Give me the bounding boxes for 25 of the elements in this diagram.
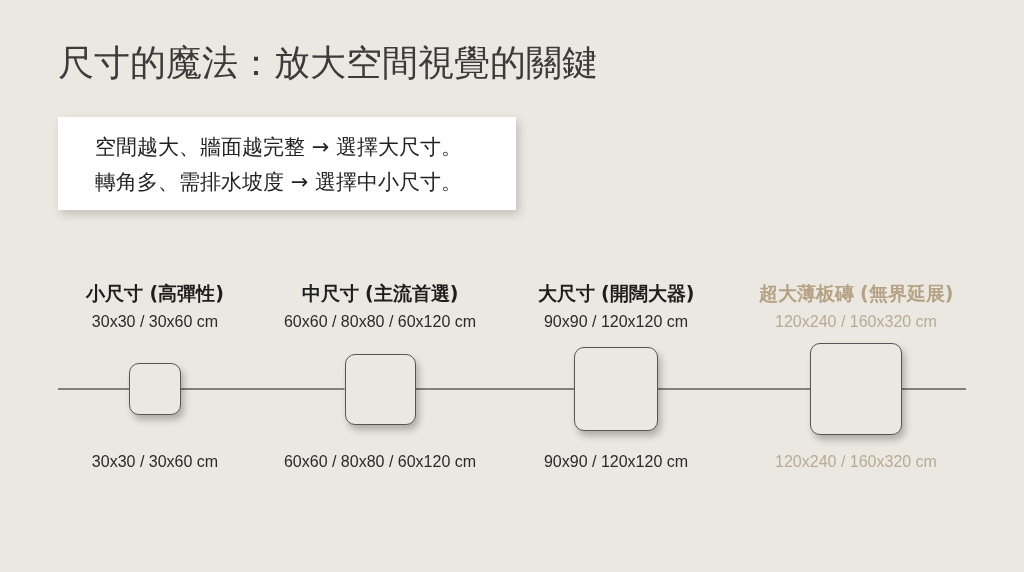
size-heading: 超大薄板磚 (無界延展) bbox=[758, 281, 954, 305]
size-range: 30x30 / 30x60 cm bbox=[91, 312, 219, 332]
size-range: 60x60 / 80x80 / 60x120 cm bbox=[283, 452, 477, 472]
tile-square bbox=[344, 353, 416, 425]
size-range: 60x60 / 80x80 / 60x120 cm bbox=[283, 312, 477, 332]
tile-square bbox=[129, 363, 181, 415]
note-text: 空間越大、牆面越完整 → 選擇大尺寸。 bbox=[95, 135, 462, 161]
connector-line bbox=[657, 388, 811, 390]
size-heading: 大尺寸 (開闊大器) bbox=[537, 281, 695, 305]
connector-line bbox=[901, 388, 967, 390]
note-text: 轉角多、需排水坡度 → 選擇中小尺寸。 bbox=[95, 170, 462, 196]
connector-line bbox=[414, 388, 575, 390]
size-range: 120x240 / 160x320 cm bbox=[775, 452, 937, 472]
tile-square bbox=[810, 343, 902, 435]
size-heading: 中尺寸 (主流首選) bbox=[301, 281, 459, 305]
connector-line bbox=[180, 388, 346, 390]
title: 尺寸的魔法：放大空間視覺的關鍵 bbox=[58, 41, 598, 85]
size-range: 90x90 / 120x120 cm bbox=[543, 312, 689, 332]
connector-line bbox=[57, 388, 130, 390]
size-range: 30x30 / 30x60 cm bbox=[91, 452, 219, 472]
size-range: 90x90 / 120x120 cm bbox=[543, 452, 689, 472]
note-box bbox=[58, 117, 516, 210]
size-heading: 小尺寸 (高彈性) bbox=[86, 281, 224, 305]
size-range: 120x240 / 160x320 cm bbox=[775, 312, 937, 332]
tile-square bbox=[574, 347, 658, 431]
